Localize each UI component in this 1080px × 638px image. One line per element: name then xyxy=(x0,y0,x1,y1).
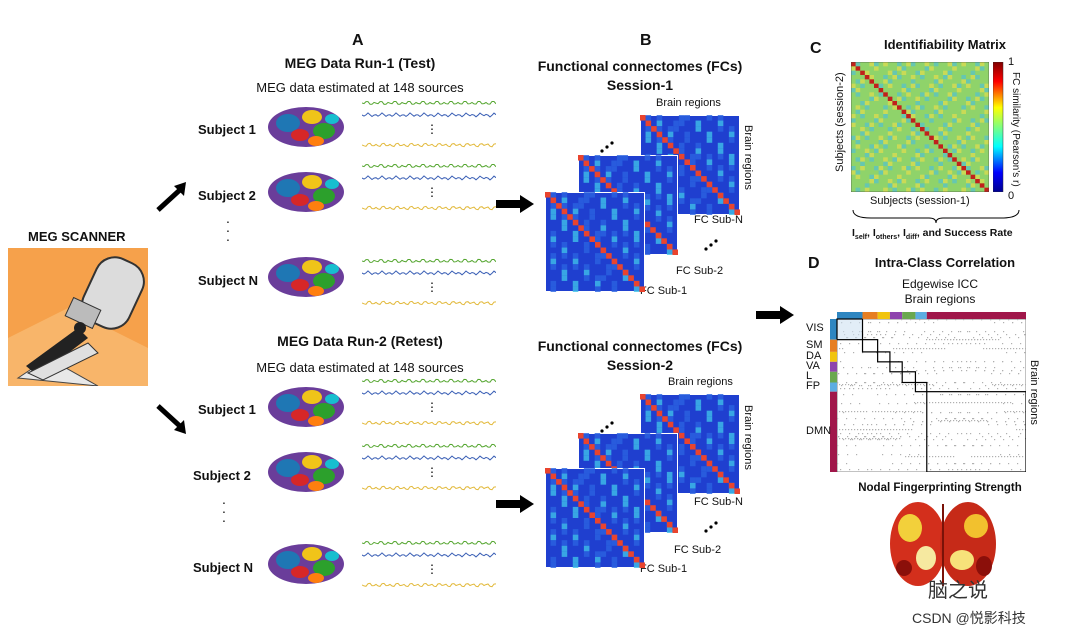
brain-parcellation-icon xyxy=(268,172,344,212)
session2-label: Session-2 xyxy=(606,357,674,373)
meg-signal-traces: ⋮ xyxy=(362,101,496,148)
session2-fc-sub-n: FC Sub-N xyxy=(694,496,743,508)
session2-title: Functional connectomes (FCs) xyxy=(537,338,743,354)
session1-fc-sub-2: FC Sub-2 xyxy=(676,265,724,277)
run1-subtitle: MEG data estimated at 148 sources xyxy=(256,80,464,95)
fingerprint-title: Nodal Fingerprinting Strength xyxy=(858,482,1022,494)
run2-subject-1-label: Subject 1 xyxy=(198,402,256,417)
session1-title: Functional connectomes (FCs) xyxy=(537,58,743,74)
panel-c-letter: C xyxy=(810,40,822,57)
session2-fc-sub-1: FC Sub-1 xyxy=(640,563,688,575)
arrow-to-session1-icon xyxy=(496,195,534,213)
brain-parcellation-icon xyxy=(268,107,344,147)
run2-subject-2-label: Subject 2 xyxy=(193,468,251,483)
run2-subject-dots: ... xyxy=(222,491,226,525)
run1-subject-n-label: Subject N xyxy=(198,273,258,288)
session1-brain-regions-top: Brain regions xyxy=(656,97,721,109)
svg-text:⋮: ⋮ xyxy=(426,122,438,136)
meg-signal-traces: ⋮ xyxy=(362,540,496,588)
stack-dots-icon xyxy=(600,141,614,153)
colorbar-max: 1 xyxy=(1008,56,1015,68)
panel-d-letter: D xyxy=(808,255,820,272)
icc-brain-regions-top: Brain regions xyxy=(904,292,976,306)
session1-fc-sub-1: FC Sub-1 xyxy=(640,285,688,297)
identifiability-ylabel: Subjects (session-2) xyxy=(834,72,846,172)
meg-signal-traces: ⋮ xyxy=(362,443,496,491)
brain-parcellation-icon xyxy=(268,257,344,297)
icc-title: Intra-Class Correlation xyxy=(874,255,1016,270)
run1-subject-dots: ... xyxy=(226,210,230,244)
svg-text:⋮: ⋮ xyxy=(426,465,438,479)
icc-network-label: FP xyxy=(806,380,821,393)
panel-b-letter: B xyxy=(640,32,652,49)
brain-parcellation-icon xyxy=(268,544,344,584)
session2-brain-regions-side: Brain regions xyxy=(742,405,754,470)
arrow-to-run2-icon xyxy=(156,404,186,434)
icc-network-label: DA xyxy=(806,349,822,362)
stack-dots-icon xyxy=(600,421,614,433)
brain-parcellation-icon xyxy=(268,387,344,427)
stack-dots-icon xyxy=(704,521,718,533)
session2-brain-regions-top: Brain regions xyxy=(668,376,733,388)
arrow-to-run1-icon xyxy=(156,182,186,212)
fc-matrix xyxy=(545,192,645,292)
arrow-to-panel-d-icon xyxy=(756,306,794,324)
identifiability-metrics: Iself, Iothers, Idiff, and Success Rate xyxy=(852,227,1013,242)
run1-subject-2-label: Subject 2 xyxy=(198,188,256,203)
run2-subject-n-label: Subject N xyxy=(193,560,253,575)
meg-scanner-image xyxy=(8,248,148,387)
run1-subject-1-label: Subject 1 xyxy=(198,122,256,137)
metrics-brace xyxy=(852,209,1020,224)
icc-brain-regions-side: Brain regions xyxy=(1028,360,1040,425)
svg-text:⋮: ⋮ xyxy=(426,400,438,414)
session2-fc-sub-2: FC Sub-2 xyxy=(674,544,722,556)
svg-text:⋮: ⋮ xyxy=(426,185,438,199)
svg-text:⋮: ⋮ xyxy=(426,280,438,294)
colorbar-label: FC similarity (Pearson's r) xyxy=(1010,72,1021,187)
icc-subtitle: Edgewise ICC xyxy=(901,277,979,291)
fingerprint-brain xyxy=(890,502,996,586)
identifiability-matrix xyxy=(851,62,989,192)
arrow-to-session2-icon xyxy=(496,495,534,513)
svg-text:⋮: ⋮ xyxy=(426,562,438,576)
brain-parcellation-icon xyxy=(268,452,344,492)
session1-label: Session-1 xyxy=(606,77,674,93)
icc-network-label: SM xyxy=(806,338,823,351)
watermark-line1: 脑之说 xyxy=(928,580,988,602)
panel-a-letter: A xyxy=(352,32,364,49)
icc-network-label: VIS xyxy=(806,322,824,335)
run2-subtitle: MEG data estimated at 148 sources xyxy=(256,360,464,375)
session1-brain-regions-side: Brain regions xyxy=(742,125,754,190)
meg-signal-traces: ⋮ xyxy=(362,258,496,306)
identifiability-title: Identifiability Matrix xyxy=(883,37,1007,52)
run2-title: MEG Data Run-2 (Retest) xyxy=(277,333,443,349)
meg-signal-traces: ⋮ xyxy=(362,378,496,426)
icc-matrix xyxy=(830,312,1026,472)
identifiability-xlabel: Subjects (session-1) xyxy=(870,195,970,207)
icc-network-label: VA xyxy=(806,359,820,372)
run1-title: MEG Data Run-1 (Test) xyxy=(284,55,436,71)
fc-matrix xyxy=(545,468,645,568)
meg-signal-traces: ⋮ xyxy=(362,163,496,211)
colorbar-min: 0 xyxy=(1008,190,1015,202)
icc-network-label: DMN xyxy=(806,424,832,437)
session1-fc-sub-n: FC Sub-N xyxy=(694,214,743,226)
watermark-line2: CSDN @悦影科技 xyxy=(912,610,1026,626)
icc-network-label: L xyxy=(806,370,813,383)
stack-dots-icon xyxy=(704,239,718,251)
identifiability-colorbar xyxy=(993,62,1004,192)
meg-scanner-label: MEG SCANNER xyxy=(28,229,126,244)
